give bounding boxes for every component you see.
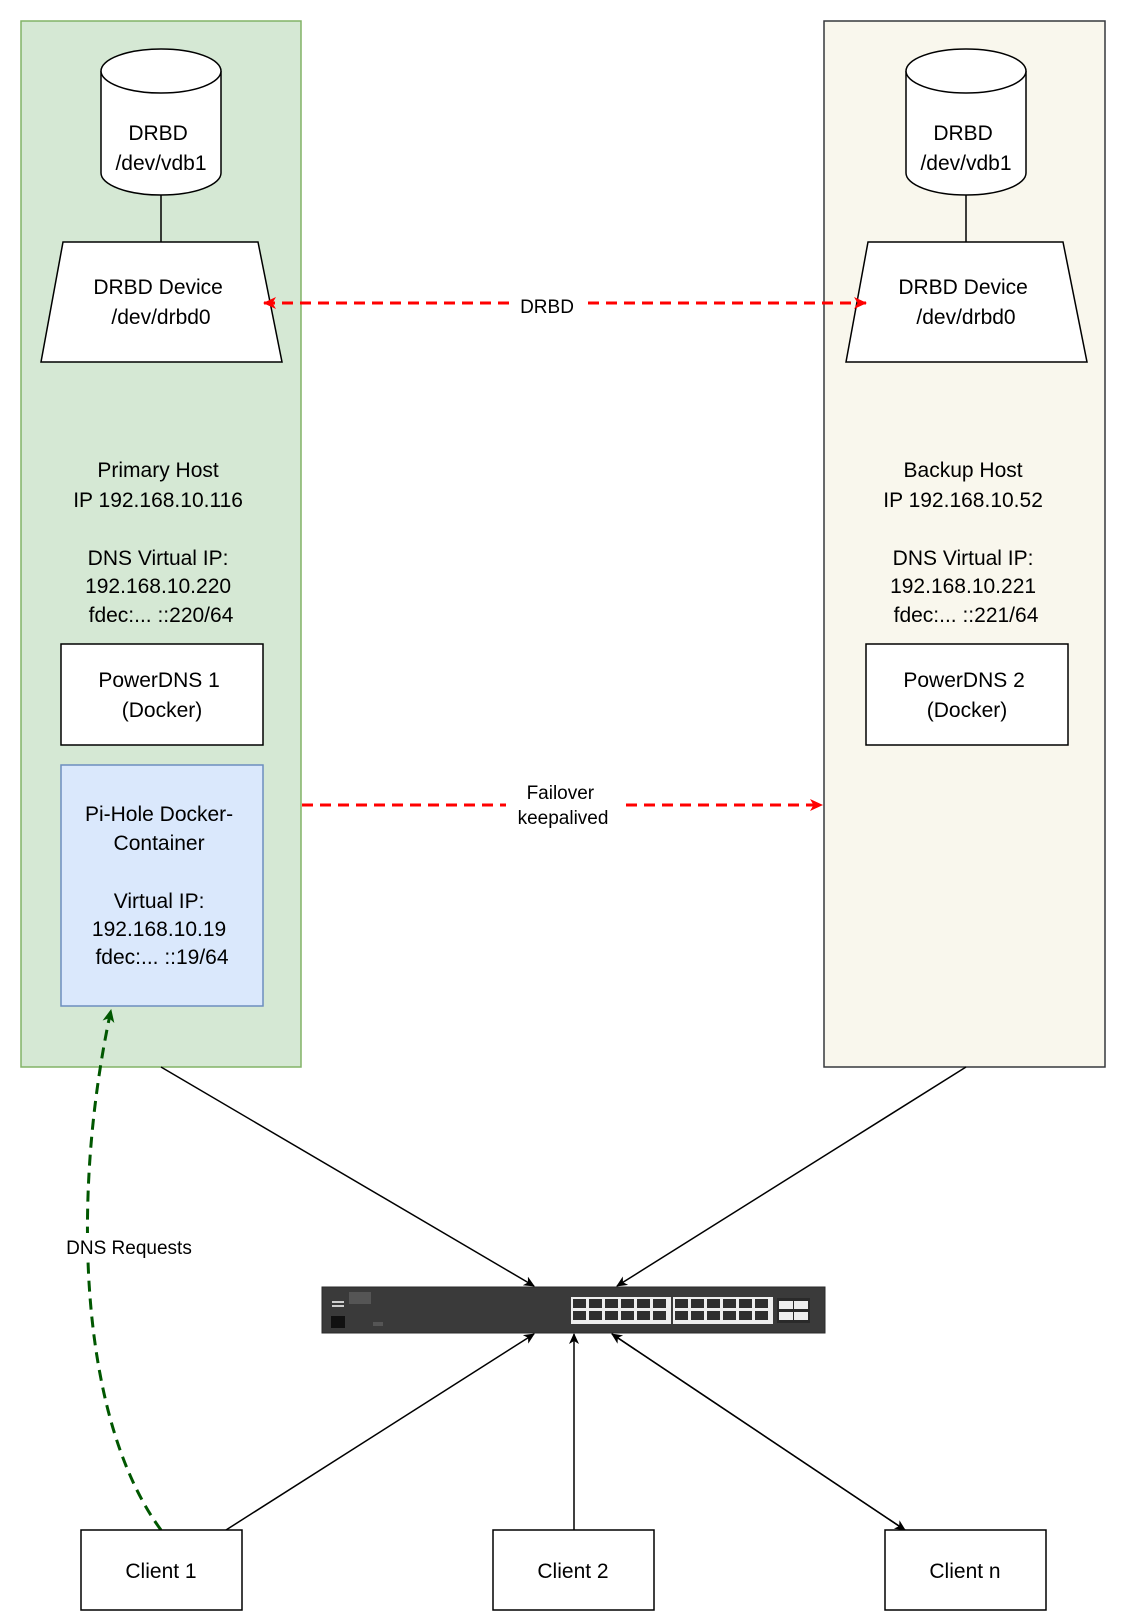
switch-port: [739, 1311, 752, 1320]
powerdns-2-line: PowerDNS 2: [903, 669, 1024, 692]
switch-port: [589, 1311, 602, 1320]
powerdns-2-box: PowerDNS 2 (Docker): [865, 643, 1069, 746]
drbd-label-bg: [513, 290, 581, 316]
failover-link-label: Failover keepalived: [518, 783, 609, 829]
powerdns-1-line: (Docker): [122, 699, 203, 722]
failover-label-line: keepalived: [518, 808, 609, 829]
backup-drbd-disk: DRBD /dev/vdb1: [905, 48, 1027, 196]
svg-text:PowerDNS 1 (Docker): PowerDNS 1 (Docker): [98, 669, 225, 722]
switch-port: [755, 1299, 768, 1308]
failover-label-line: Failover: [527, 783, 595, 804]
network-switch-icon: [321, 1286, 826, 1334]
client-n-box: Client n: [884, 1529, 1047, 1611]
switch-port: [605, 1299, 618, 1308]
switch-port: [723, 1311, 736, 1320]
svg-text:PowerDNS 2 (Docker): PowerDNS 2 (Docker): [903, 669, 1030, 722]
switch-port: [723, 1299, 736, 1308]
switch-port: [653, 1311, 666, 1320]
backup-device-line: /dev/drbd0: [916, 306, 1015, 329]
switch-port: [621, 1311, 634, 1320]
primary-device-line: /dev/drbd0: [111, 306, 210, 329]
client-n-label: Client n: [929, 1560, 1000, 1583]
primary-info-line: 192.168.10.220: [85, 575, 231, 598]
backup-disk-line: /dev/vdb1: [920, 152, 1011, 175]
client-2-label: Client 2: [537, 1560, 608, 1583]
switch-port: [653, 1299, 666, 1308]
primary-device-line: DRBD Device: [93, 276, 223, 299]
primary-host-info: Primary Host IP 192.168.10.116 DNS Virtu…: [73, 459, 249, 627]
svg-text:DRBD /dev/vdb1: DRBD /dev/vdb1: [115, 122, 206, 175]
primary-info-line: IP 192.168.10.116: [73, 489, 243, 512]
client-n-to-switch-link-head: [611, 1333, 906, 1531]
switch-port-array: [571, 1297, 773, 1324]
backup-info-line: IP 192.168.10.52: [883, 489, 1043, 512]
client-1-to-switch-link: [225, 1333, 535, 1531]
svg-text:DRBD Device /dev/drbd0: DRBD Device /dev/drbd0: [93, 276, 228, 329]
backup-to-switch-link: [616, 1066, 967, 1287]
powerdns-2-line: (Docker): [927, 699, 1008, 722]
backup-device-line: DRBD Device: [898, 276, 1028, 299]
switch-port: [589, 1299, 602, 1308]
switch-port: [755, 1311, 768, 1320]
pihole-line: 192.168.10.19: [92, 918, 226, 941]
switch-port: [637, 1311, 650, 1320]
pihole-line: fdec:... ::19/64: [95, 946, 228, 969]
dns-requests-link: [85, 1009, 163, 1531]
primary-info-line: DNS Virtual IP:: [88, 547, 229, 570]
drbd-link-label: DRBD: [520, 297, 574, 318]
primary-disk-line: /dev/vdb1: [115, 152, 206, 175]
dns-requests-label: DNS Requests: [66, 1238, 192, 1259]
backup-host-info: Backup Host IP 192.168.10.52 DNS Virtual…: [883, 459, 1048, 627]
svg-text:DRBD /dev/vdb1: DRBD /dev/vdb1: [920, 122, 1011, 175]
switch-port: [605, 1311, 618, 1320]
switch-port: [675, 1299, 688, 1308]
backup-info-line: DNS Virtual IP:: [893, 547, 1034, 570]
svg-text:DRBD Device /dev/drbd0: DRBD Device /dev/drbd0: [898, 276, 1033, 329]
svg-text:Pi-Hole Docker- Containe: Pi-Hole Docker- Container Virtual IP: 19…: [85, 803, 239, 969]
dns-requests-label-bg: [52, 1233, 208, 1261]
switch-port: [637, 1299, 650, 1308]
switch-port: [739, 1299, 752, 1308]
primary-info-line: fdec:... ::220/64: [89, 604, 234, 627]
backup-disk-line: DRBD: [933, 122, 993, 145]
primary-disk-line: DRBD: [128, 122, 188, 145]
client-1-box: Client 1: [80, 1529, 243, 1611]
failover-label-bg: [506, 779, 620, 831]
powerdns-1-box: PowerDNS 1 (Docker): [60, 643, 264, 746]
client-1-label: Client 1: [125, 1560, 196, 1583]
switch-port: [573, 1311, 586, 1320]
switch-port: [675, 1311, 688, 1320]
primary-info-line: Primary Host: [97, 459, 219, 482]
pihole-line: Pi-Hole Docker-: [85, 803, 233, 826]
backup-info-line: fdec:... ::221/64: [894, 604, 1039, 627]
primary-drbd-disk: DRBD /dev/vdb1: [100, 48, 222, 196]
primary-to-switch-link: [160, 1066, 535, 1287]
switch-port: [573, 1299, 586, 1308]
switch-port: [691, 1299, 704, 1308]
pihole-container-box: Pi-Hole Docker- Container Virtual IP: 19…: [60, 764, 264, 1007]
backup-info-line: Backup Host: [904, 459, 1023, 482]
backup-drbd-device: DRBD Device /dev/drbd0: [845, 241, 1088, 363]
powerdns-1-line: PowerDNS 1: [98, 669, 219, 692]
switch-port: [707, 1311, 720, 1320]
switch-port: [621, 1299, 634, 1308]
pihole-line: Virtual IP:: [114, 890, 205, 913]
switch-port: [707, 1299, 720, 1308]
client-2-box: Client 2: [492, 1529, 655, 1611]
backup-info-line: 192.168.10.221: [890, 575, 1036, 598]
pihole-line: Container: [114, 832, 205, 855]
switch-port: [691, 1311, 704, 1320]
primary-drbd-device: DRBD Device /dev/drbd0: [40, 241, 283, 363]
